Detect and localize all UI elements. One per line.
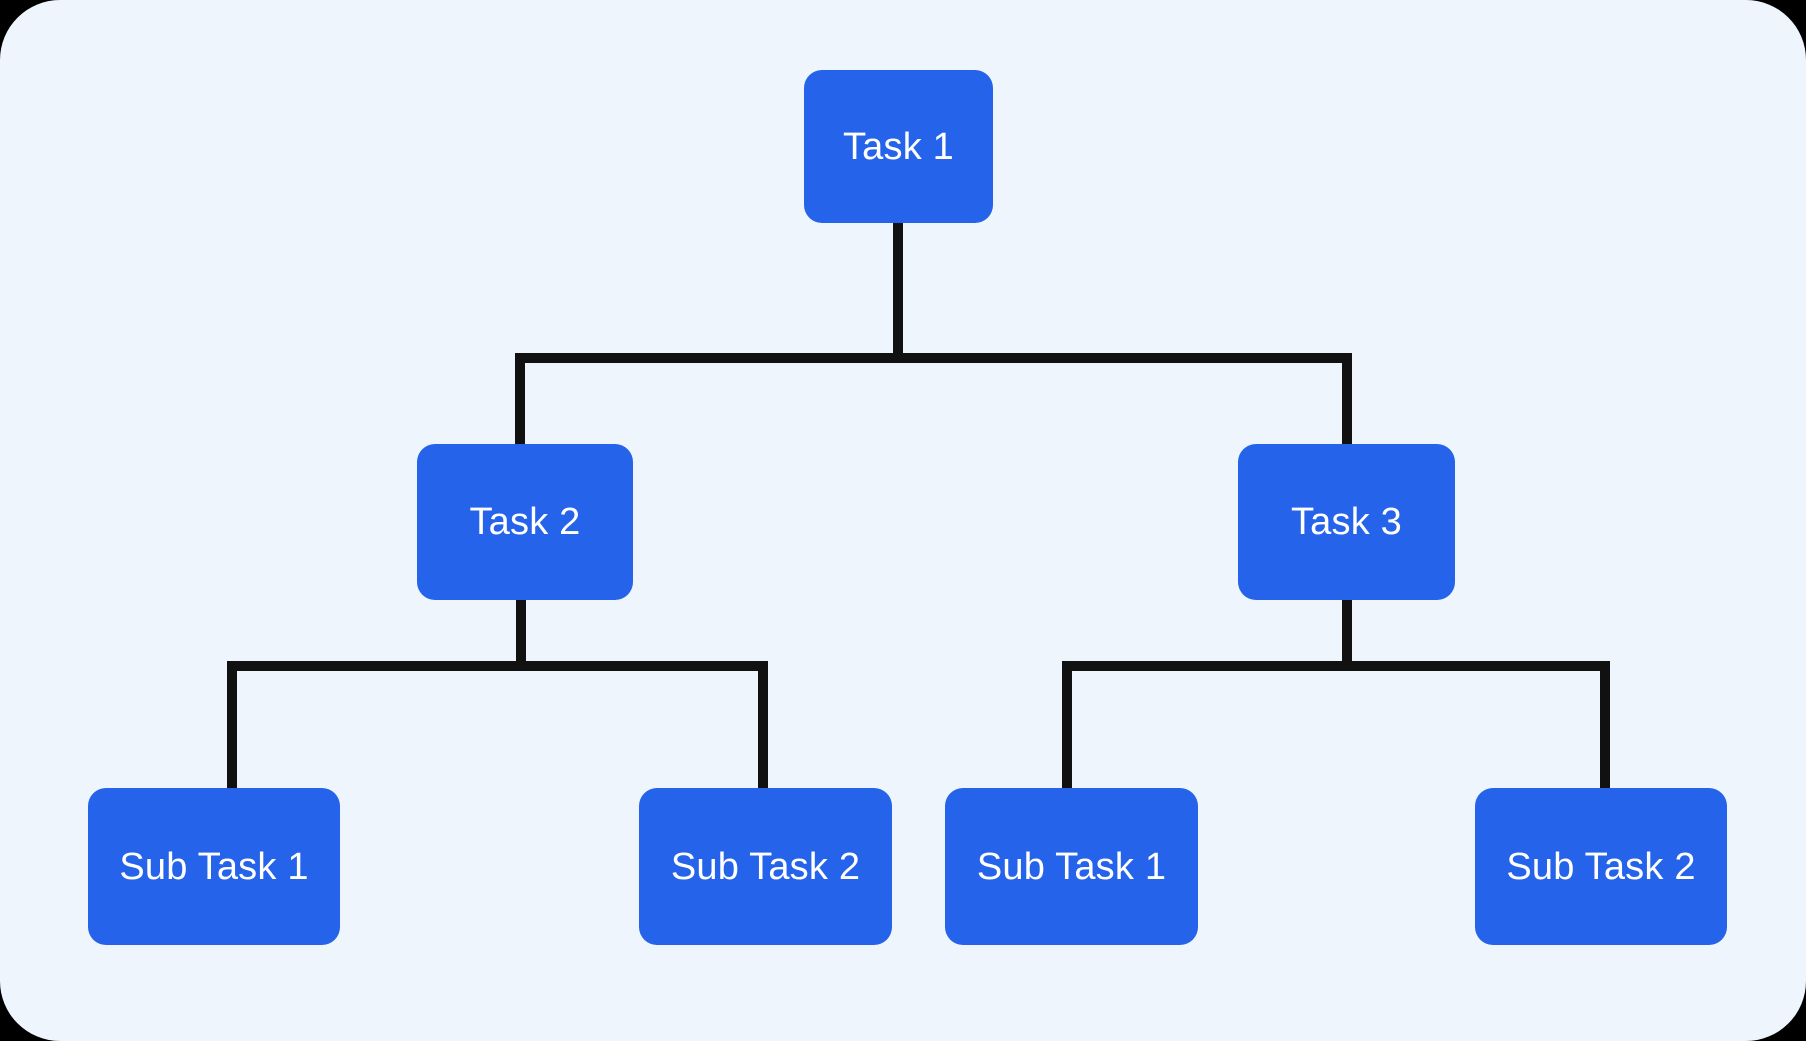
node-label: Task 3	[1290, 501, 1403, 543]
node-label: Sub Task 2	[670, 845, 861, 888]
node-label: Sub Task 1	[119, 845, 309, 888]
node-task-3[interactable]: Task 3	[1238, 444, 1455, 600]
node-label: Sub Task 1	[976, 845, 1167, 888]
node-sub-1-2[interactable]: Sub Task 2	[639, 788, 892, 945]
node-label: Task 1	[842, 125, 955, 168]
node-label: Task 2	[469, 501, 581, 543]
node-sub-2-2[interactable]: Sub Task 2	[1475, 788, 1727, 945]
node-label: Sub Task 2	[1506, 845, 1696, 888]
node-sub-2-1[interactable]: Sub Task 1	[945, 788, 1198, 945]
node-task-2[interactable]: Task 2	[417, 444, 633, 600]
node-sub-1-1[interactable]: Sub Task 1	[88, 788, 340, 945]
node-task-1[interactable]: Task 1	[804, 70, 993, 223]
